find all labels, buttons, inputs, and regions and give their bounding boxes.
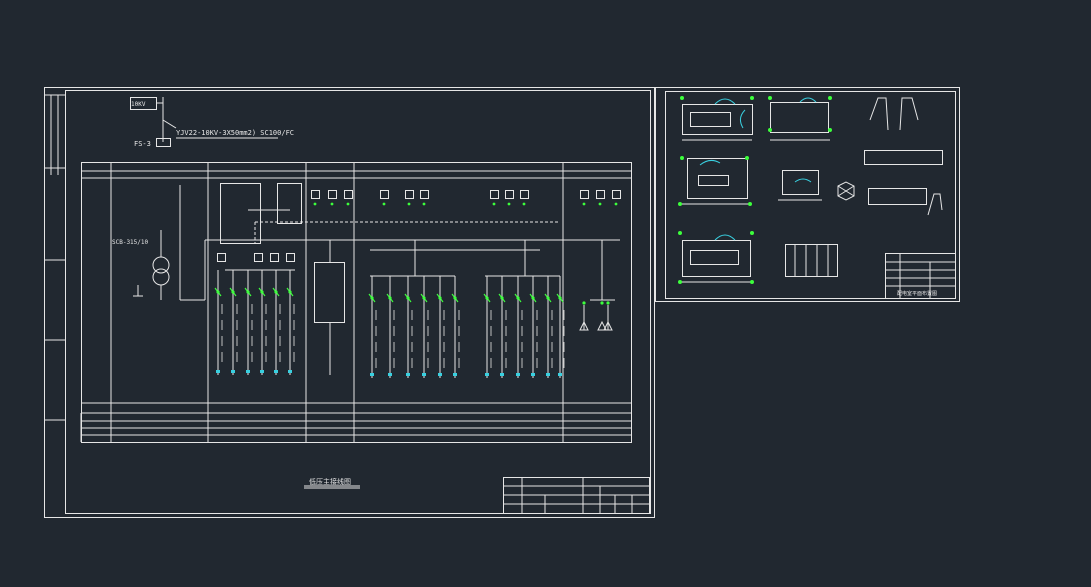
side-sheet-inner-border [665, 91, 956, 299]
surge-arrester [579, 301, 589, 331]
feeder-branch [420, 276, 429, 378]
side-sheet-outer-border [655, 87, 960, 302]
marker-dot [598, 202, 602, 206]
feeder-branch [404, 276, 413, 378]
side-title-block [885, 253, 956, 299]
main-sheet [44, 87, 655, 518]
feeder-branch [386, 276, 395, 378]
main-sheet-inner-border [65, 90, 651, 514]
feeder-branch [483, 276, 492, 378]
schedule-table [81, 162, 632, 443]
cable-spec-label: YJV22-10KV-3X50mm2) SC100/FC [176, 129, 294, 137]
side-sheet-caption: 配电室平面布置图 [897, 290, 937, 297]
marker-dot [407, 202, 411, 206]
feeder-branch [544, 276, 553, 378]
side-sheet-cyan-curves [699, 97, 817, 241]
feeder-branch [451, 276, 460, 378]
side-sheet [655, 87, 960, 302]
marker-dot [382, 202, 386, 206]
marker-dot [582, 202, 586, 206]
feeder-branch [498, 276, 507, 378]
drawing-title: 低压主接线图 [309, 477, 351, 486]
marker-dot [422, 202, 426, 206]
feeder-branch [244, 270, 253, 375]
side-sheet-markers [678, 96, 832, 284]
feeder-branch [529, 276, 538, 378]
feeder-branch [258, 270, 267, 375]
feeder-branch [272, 270, 281, 375]
side-caption: 配电室平面布置图 [897, 290, 937, 297]
marker-dot [492, 202, 496, 206]
marker-dot [313, 202, 317, 206]
feeder-branch [214, 270, 223, 375]
transformer-label: SCB-315/10 [112, 239, 149, 246]
meter-label: FS-3 [134, 140, 151, 148]
feeder-branch [286, 270, 295, 375]
feeder-branch [556, 276, 565, 378]
feeder-branch [229, 270, 238, 375]
marker-dot [614, 202, 618, 206]
feeder-branches [214, 202, 618, 378]
feeder-branch [514, 276, 523, 378]
feeder-branch [436, 276, 445, 378]
marker-dot [346, 202, 350, 206]
surge-arrester [603, 301, 613, 331]
surge-arrester [597, 301, 607, 331]
feeder-branch [368, 276, 377, 378]
main-sheet-outer-border [44, 87, 655, 518]
marker-dot [522, 202, 526, 206]
marker-dot [507, 202, 511, 206]
main-sheet-labels: 10KV YJV22-10KV-3X50mm2) SC100/FC FS-3 S… [112, 101, 351, 486]
incoming-voltage-label: 10KV [131, 101, 146, 108]
marker-dot [330, 202, 334, 206]
